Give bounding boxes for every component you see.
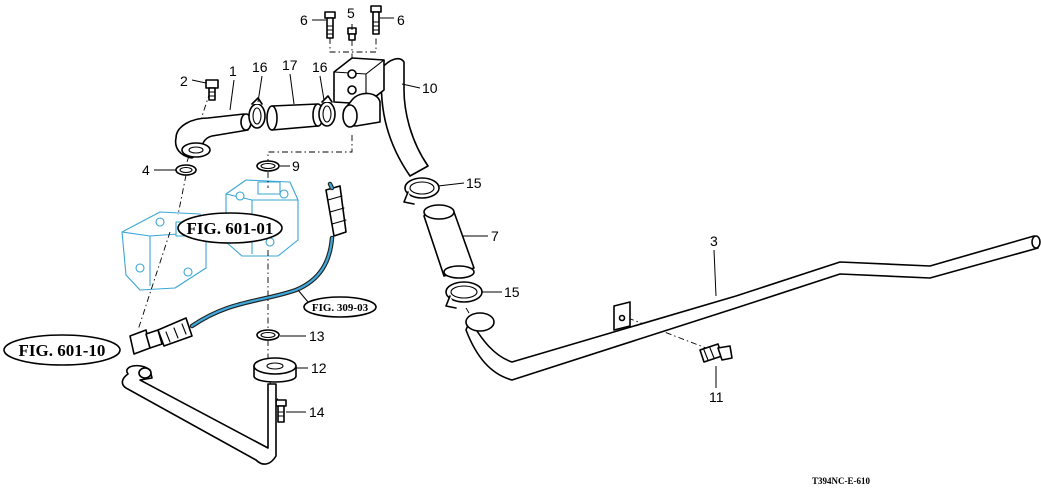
sensor-fitting [129,317,193,355]
part-2-bolt [205,79,219,101]
leader-lines [154,17,717,413]
fig-ref-601-10[interactable]: FIG. 601-10 [3,334,121,366]
callout-2: 2 [180,73,188,89]
callout-16-left: 16 [252,59,268,75]
part-14-bolt [275,399,287,423]
fig-ref-601-01-label: FIG. 601-01 [187,219,274,238]
callout-13: 13 [309,328,325,344]
callout-9: 9 [292,158,300,174]
part-15-clamp-upper [403,177,440,205]
part-5-bolt [347,27,357,41]
part-6-bolt-right [370,5,382,35]
part-6-bolt-left [324,11,336,39]
callout-7: 7 [491,228,499,244]
fig-ref-309-03[interactable]: FIG. 309-03 [303,296,377,318]
part-11-bolt [699,343,733,363]
return-pipe [121,364,277,465]
callout-12: 12 [311,360,327,376]
callout-14: 14 [309,404,325,420]
fig-ref-309-03-label: FIG. 309-03 [312,302,369,314]
part-15-clamp-lower [445,281,483,309]
callout-labels: 1 2 3 4 5 6 6 7 9 10 11 12 13 14 15 15 1… [142,5,724,420]
part-10-manifold-hose [333,57,429,177]
callout-11: 11 [709,389,724,405]
fig-ref-601-10-label: FIG. 601-10 [19,341,106,360]
part-7-hose [423,204,475,279]
part-17-hose [266,103,324,131]
part-4-o-ring [175,164,197,176]
callout-5: 5 [347,5,355,21]
callout-10: 10 [422,80,438,96]
callout-15-upper: 15 [466,175,482,191]
part-3-long-tube [465,235,1041,381]
callout-16-right: 16 [312,59,328,75]
drawing-code: T394NC-E-610 [812,476,870,486]
part-12-fitting [253,357,297,383]
part-16-clamp-left [248,97,266,129]
fig-ref-601-01[interactable]: FIG. 601-01 [177,212,283,244]
part-16-clamp-right [318,95,336,127]
callout-17: 17 [282,57,298,73]
part-13-o-ring [256,329,280,341]
callout-3: 3 [710,233,718,249]
callout-4: 4 [142,162,150,178]
callout-15-lower: 15 [504,284,520,300]
callout-6-left: 6 [300,12,308,28]
blue-wire-harness [189,181,347,329]
callout-6-right: 6 [397,12,405,28]
part-9-o-ring [256,160,280,172]
callout-1: 1 [229,63,237,79]
part-1-elbow-hose [174,113,252,159]
